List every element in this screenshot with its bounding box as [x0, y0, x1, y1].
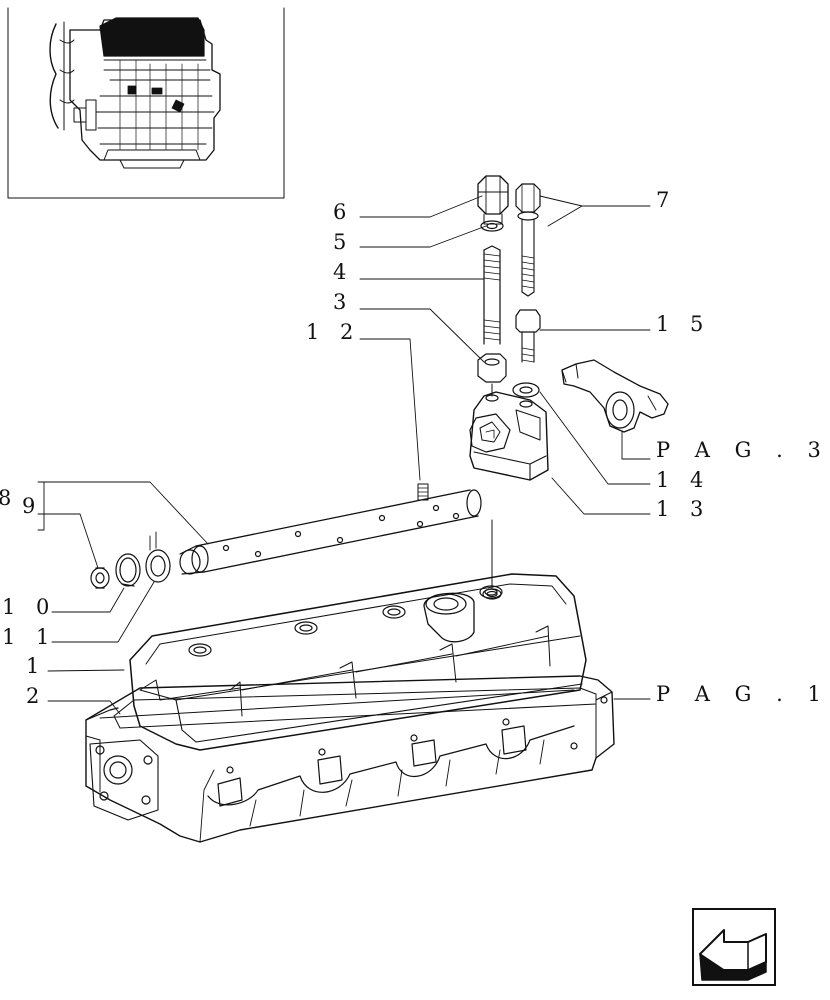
callout-8: 8 — [0, 486, 19, 510]
set-screw-part-12 — [417, 483, 429, 501]
stud-assembly-parts-3-6 — [477, 175, 509, 600]
callout-11: 1 1 — [2, 625, 57, 649]
callout-14: 1 4 — [656, 468, 711, 492]
callout-10: 1 0 — [2, 595, 57, 619]
rocker-arm-ref — [561, 359, 669, 433]
engine-thumbnail — [7, 7, 285, 199]
callout-13: 1 3 — [656, 497, 711, 521]
cover-gasket — [113, 687, 597, 729]
callout-6: 6 — [333, 200, 354, 224]
page-ref-1: P A G . 1 — [656, 682, 830, 706]
bolt-part-15 — [515, 309, 541, 363]
bolts-part-7 — [515, 183, 541, 297]
callout-2: 2 — [26, 684, 47, 708]
callout-3: 3 — [333, 290, 354, 314]
callout-1: 1 — [26, 654, 47, 678]
arrow-next-page-icon — [699, 929, 767, 981]
callout-15: 1 5 — [656, 312, 711, 336]
cylinder-head-drawing — [7, 7, 669, 843]
callout-7: 7 — [656, 188, 677, 212]
callout-9: 9 — [22, 494, 43, 518]
callout-5: 5 — [333, 230, 354, 254]
callout-12: 1 2 — [306, 320, 361, 344]
rocker-shaft-part-8 — [179, 489, 482, 575]
callout-4: 4 — [333, 260, 354, 284]
shaft-end-parts-9-10-11 — [90, 531, 171, 589]
callout-leader-lines — [37, 195, 651, 715]
exploded-parts-diagram: 6 5 4 3 1 2 7 1 5 P A G . 3 1 4 1 3 P A … — [0, 7, 821, 986]
rocker-support-part-13 — [469, 391, 549, 481]
next-page-button[interactable] — [692, 908, 776, 986]
cylinder-head-part-2 — [85, 675, 615, 843]
rocker-cover-part-1 — [129, 573, 587, 751]
page-ref-3: P A G . 3 — [656, 438, 830, 462]
washer-part-14 — [512, 382, 540, 398]
